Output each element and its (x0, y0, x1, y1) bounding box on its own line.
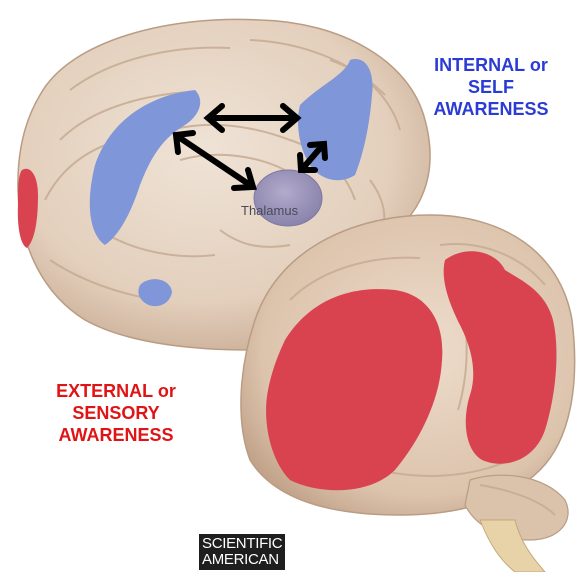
internal-label-line-3: AWARENESS (405, 98, 577, 120)
logo-line-2: AMERICAN (202, 552, 285, 568)
external-label-line-3: AWARENESS (18, 424, 214, 446)
thalamus-label: Thalamus (241, 203, 298, 218)
internal-awareness-label: INTERNAL or SELF AWARENESS (405, 54, 577, 120)
external-label-line-2: SENSORY (18, 402, 214, 424)
external-awareness-label: EXTERNAL or SENSORY AWARENESS (18, 380, 214, 446)
internal-label-line-1: INTERNAL or (405, 54, 577, 76)
scientific-american-logo: SCIENTIFIC AMERICAN (199, 534, 285, 570)
internal-label-line-2: SELF (405, 76, 577, 98)
logo-line-1: SCIENTIFIC (202, 536, 285, 552)
external-label-line-1: EXTERNAL or (18, 380, 214, 402)
